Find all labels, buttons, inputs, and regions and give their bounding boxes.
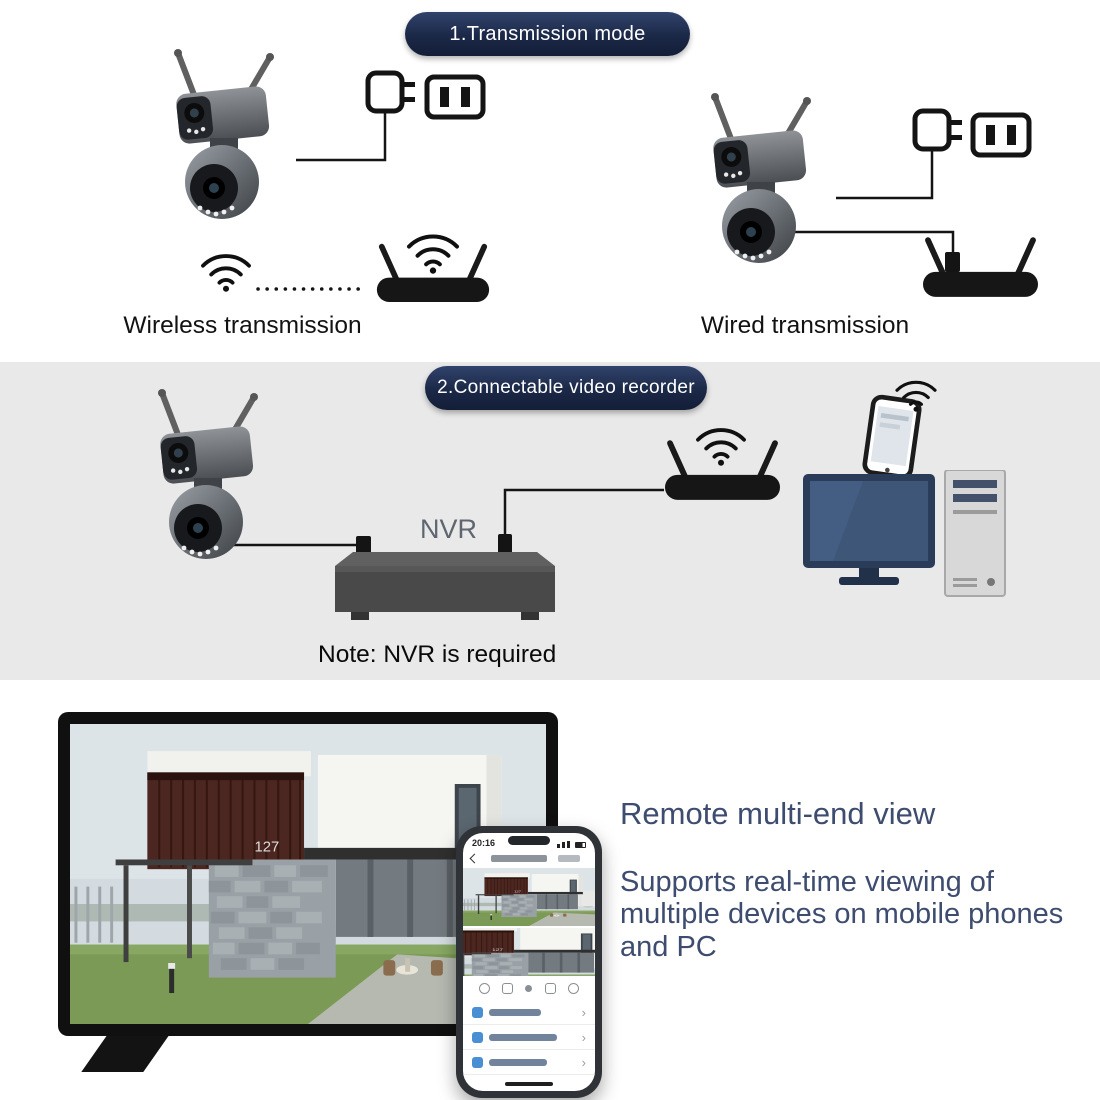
phone-status-bar: 20:16	[463, 833, 595, 848]
nvr-label: NVR	[420, 514, 478, 544]
menu-item-text-placeholder	[489, 1058, 547, 1066]
power-cable-wired-camera	[836, 150, 934, 200]
transmission-mode-banner-label: 1.Transmission mode	[449, 22, 646, 45]
chevron-right-icon: ›	[581, 1004, 586, 1020]
snapshot-icon[interactable]	[502, 982, 514, 994]
menu-item-icon	[472, 1056, 483, 1068]
remote-view-description: Supports real-time viewing of multiple d…	[620, 866, 1064, 963]
status-icons	[557, 841, 586, 848]
security-camera-icon	[142, 388, 272, 560]
playback-icon[interactable]	[544, 982, 556, 994]
nvr-recorder-icon	[335, 552, 555, 620]
menu-item-icon	[472, 1031, 483, 1043]
wifi-icon	[893, 374, 939, 412]
video-recorder-banner: 2.Connectable video recorder	[425, 366, 707, 410]
app-title-placeholder	[490, 855, 547, 862]
camera-view-zoom[interactable]	[463, 926, 595, 976]
menu-item-text-placeholder	[489, 1033, 557, 1041]
wireless-transmission-label: Wireless transmission	[123, 312, 362, 339]
phone-clock: 20:16	[472, 838, 496, 848]
transmission-mode-banner: 1.Transmission mode	[405, 12, 690, 56]
security-camera-icon	[695, 92, 825, 264]
app-menu-item[interactable]: ›	[463, 1025, 595, 1050]
fullscreen-icon[interactable]	[567, 982, 579, 994]
power-plug-icon	[365, 68, 417, 118]
tv-stand-left	[81, 1030, 173, 1072]
phone-notch	[508, 836, 550, 845]
menu-item-text-placeholder	[489, 1008, 541, 1016]
chevron-right-icon: ›	[581, 1054, 586, 1070]
nvr-required-note: Note: NVR is required	[318, 641, 557, 668]
power-outlet-icon	[424, 74, 486, 120]
power-outlet-icon	[970, 112, 1032, 158]
wifi-icon	[198, 246, 254, 292]
wifi-icon	[692, 420, 750, 466]
app-header	[463, 848, 595, 868]
smartphone-screen: 20:16	[463, 833, 595, 1091]
back-icon[interactable]	[469, 853, 480, 864]
mic-icon[interactable]	[479, 982, 491, 994]
chevron-right-icon: ›	[581, 1029, 586, 1045]
wired-transmission-label: Wired transmission	[700, 312, 910, 339]
smartphone: 20:16	[456, 826, 602, 1098]
power-cable-wireless-camera	[296, 112, 387, 162]
video-recorder-banner-label: 2.Connectable video recorder	[437, 377, 695, 398]
home-indicator	[505, 1082, 553, 1086]
power-plug-icon	[912, 106, 964, 156]
signal-bar-icon	[557, 844, 560, 848]
app-menu-item[interactable]: ›	[463, 1000, 595, 1025]
app-header-action-placeholder[interactable]	[557, 855, 580, 862]
camera-view-wide[interactable]	[463, 868, 595, 926]
app-menu-item[interactable]: ›	[463, 1050, 595, 1075]
wifi-icon	[404, 226, 462, 274]
menu-item-icon	[472, 1006, 483, 1018]
desktop-computer-icon	[803, 470, 1006, 597]
signal-bar-icon	[562, 842, 565, 848]
app-controls-row	[463, 976, 595, 1000]
record-icon[interactable]	[525, 984, 533, 992]
router-icon	[918, 215, 1043, 307]
security-camera-icon	[158, 48, 288, 220]
signal-bar-icon	[567, 841, 570, 848]
battery-icon	[575, 842, 586, 848]
remote-view-title: Remote multi-end view	[620, 796, 936, 831]
